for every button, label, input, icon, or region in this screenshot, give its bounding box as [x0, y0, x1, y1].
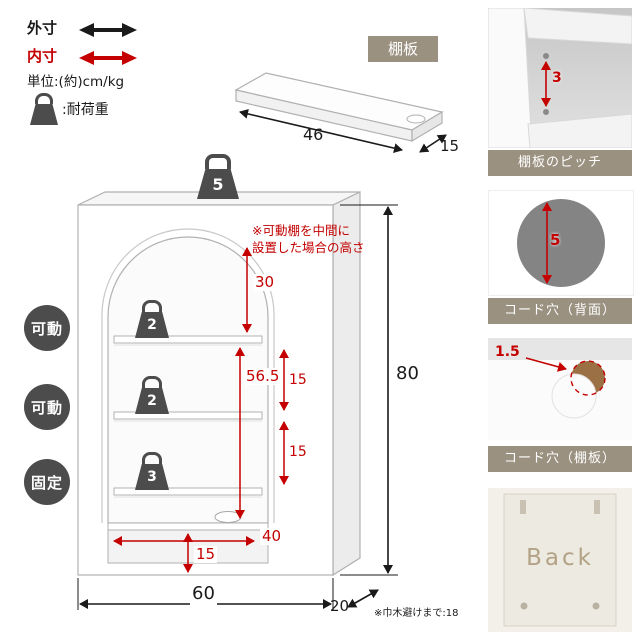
- depth-note: ※巾木避けまで:18: [374, 608, 459, 619]
- cord-back-value: 5: [550, 231, 561, 249]
- dim-width: 60: [190, 583, 217, 605]
- row-label-movable-1: 可動: [24, 305, 70, 351]
- legend-load-label: :耐荷重: [62, 102, 109, 118]
- shelf-load-badge-2: 2: [135, 376, 169, 414]
- legend-inner-label: 内寸: [27, 47, 58, 65]
- dim-depth: 20: [330, 597, 350, 615]
- shelf-board-drawing: [234, 72, 447, 154]
- shelf-load-value-2: 2: [135, 388, 169, 414]
- photo-shelf-pitch: [488, 8, 632, 148]
- screw-hole: [520, 602, 528, 610]
- shelf-load-value-1: 2: [135, 312, 169, 338]
- note-line1: ※可動棚を中間に: [252, 223, 350, 238]
- weight-handle: [142, 376, 162, 388]
- shelf-pitch-drawing: [488, 8, 632, 148]
- dim-inner-height: 56.5: [244, 367, 282, 386]
- movable-shelf-2: [113, 411, 263, 420]
- cord-hole-back-drawing: [517, 199, 605, 287]
- shelf-board-badge: 棚板: [368, 36, 438, 62]
- weight-handle: [35, 93, 53, 104]
- shelf-pin-hole: [543, 109, 549, 115]
- cord-shelf-value: 1.5: [495, 344, 520, 360]
- cord-hole-shelf-drawing: [488, 338, 632, 440]
- load-capacity-icon: [30, 93, 58, 125]
- dim-base-height: 15: [194, 545, 218, 564]
- movable-shelf-1: [113, 335, 263, 344]
- dim-arch-height: 30: [253, 273, 277, 292]
- pitch-value: 3: [552, 70, 562, 86]
- shelf-load-badge-1: 2: [135, 300, 169, 338]
- label-cord-hole-shelf: コード穴（棚板）: [488, 446, 632, 472]
- legend-outer-label: 外寸: [27, 19, 58, 37]
- weight-handle: [142, 300, 162, 312]
- cord-hole-circle: [517, 199, 605, 287]
- legend-unit-label: 単位:(約)cm/kg: [27, 74, 125, 90]
- weight-handle: [142, 452, 162, 464]
- photo-back-view: [488, 488, 632, 632]
- hanging-slot: [594, 500, 600, 514]
- shelf-load-value-3: 3: [135, 464, 169, 490]
- note-line2: 設置した場合の高さ: [252, 240, 365, 255]
- shelf-cord-notch: [406, 114, 426, 124]
- back-view-drawing: [503, 493, 617, 627]
- inner-dim-arrow: [79, 51, 137, 65]
- cable-hole-oval: [214, 511, 242, 523]
- shelf-board-depth: 15: [440, 137, 460, 155]
- dim-shelf-gap-1: 15: [289, 372, 307, 388]
- back-view-word: Back: [526, 545, 594, 571]
- label-shelf-pitch: 棚板のピッチ: [488, 150, 632, 176]
- fixed-shelf: [113, 487, 263, 496]
- shelf-pin-hole: [543, 53, 549, 59]
- screw-hole: [592, 602, 600, 610]
- photo-cord-hole-shelf: [488, 338, 632, 440]
- dim-inner-width: 40: [260, 527, 284, 546]
- dim-shelf-gap-2: 15: [289, 444, 307, 460]
- row-label-movable-2: 可動: [24, 384, 70, 430]
- top-load-value: 5: [197, 169, 239, 199]
- outer-dim-arrow: [79, 23, 137, 37]
- cabinet-drawing: [77, 191, 398, 610]
- shelf-load-badge-3: 3: [135, 452, 169, 490]
- top-load-badge: 5: [197, 154, 239, 199]
- photo-cord-hole-back: [488, 190, 634, 296]
- label-cord-hole-back: コード穴（背面）: [488, 298, 632, 324]
- shelf-board-length: 46: [303, 125, 324, 144]
- hanging-slot: [520, 500, 526, 514]
- bottom-board: [107, 522, 269, 531]
- weight-body: [30, 104, 58, 125]
- weight-handle: [205, 154, 231, 169]
- row-label-fixed: 固定: [24, 459, 70, 505]
- dim-height: 80: [396, 363, 419, 384]
